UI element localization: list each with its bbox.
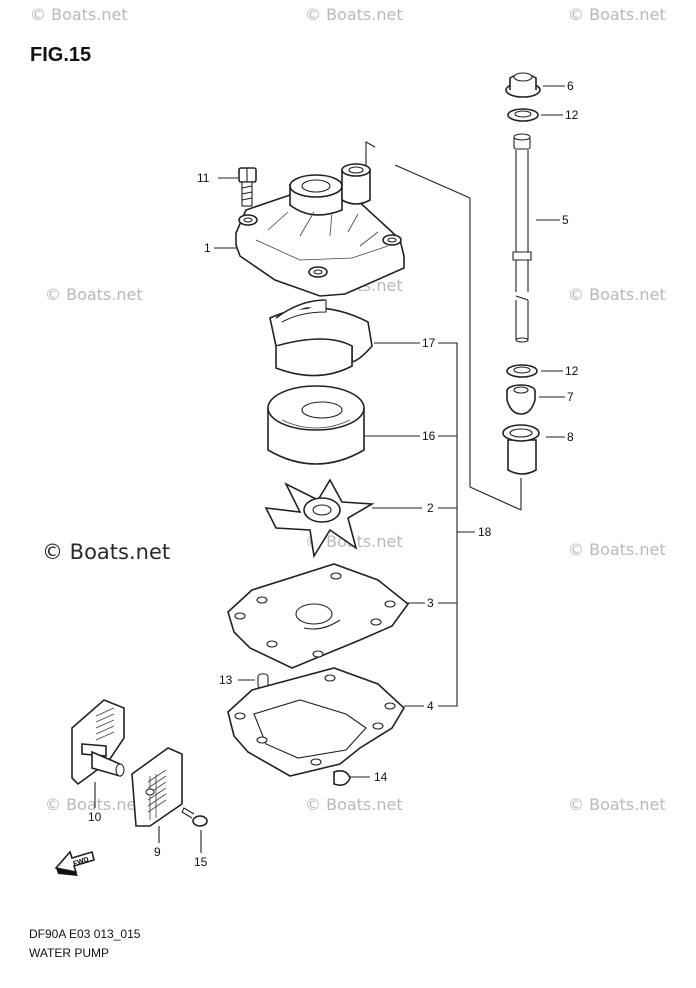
figure-name: WATER PUMP <box>29 946 109 960</box>
washer-part-12 <box>506 108 539 378</box>
callout-6: 6 <box>567 79 574 93</box>
liner-ring-part-17 <box>269 299 373 377</box>
seal-part-7 <box>506 384 536 415</box>
water-tube-part-5 <box>512 133 532 343</box>
callout-10: 10 <box>88 810 102 824</box>
gasket-part-3 <box>227 563 410 669</box>
callout-1: 1 <box>204 241 211 255</box>
watermark: © Boats.net <box>45 285 143 304</box>
callout-3: 3 <box>427 596 434 610</box>
watermark: © Boats.net <box>45 795 143 814</box>
watermark: © Boats.net <box>30 5 128 24</box>
leader-lines <box>94 85 565 853</box>
bolt-part-11 <box>238 167 257 207</box>
callout-11: 11 <box>197 171 210 185</box>
pump-liner-part-16 <box>267 385 365 465</box>
fwd-label: FWD <box>72 856 89 868</box>
figure-title: FIG.15 <box>30 44 92 66</box>
callout-12: 12 <box>565 364 579 378</box>
callout-12: 12 <box>565 108 579 122</box>
callout-9: 9 <box>154 845 161 859</box>
strainer-holder-part-10 <box>71 699 125 786</box>
watermark: © Boats.net <box>305 5 403 24</box>
callout-8: 8 <box>567 430 574 444</box>
watermark: © Boats.net <box>568 285 666 304</box>
callout-7: 7 <box>567 390 574 404</box>
pump-case-part-1 <box>235 163 405 297</box>
impeller-part-2 <box>264 478 375 559</box>
plate-part-4 <box>227 667 406 777</box>
callout-2: 2 <box>427 501 434 515</box>
callout-18: 18 <box>478 525 492 539</box>
callout-15: 15 <box>194 855 208 869</box>
watermark-featured: © Boats.net <box>42 540 171 564</box>
sleeve-part-8 <box>502 424 540 475</box>
watermark: © Boats.net <box>305 795 403 814</box>
key-part-14 <box>333 770 351 786</box>
callout-16: 16 <box>422 429 436 443</box>
figure-code: DF90A E03 013_015 <box>29 927 141 941</box>
grommet-part-6 <box>505 72 541 98</box>
watermark: © Boats.net <box>568 540 666 559</box>
callout-13: 13 <box>219 673 233 687</box>
watermark: © Boats.net <box>568 795 666 814</box>
callout-5: 5 <box>562 213 569 227</box>
fwd-arrow-icon <box>54 850 95 876</box>
callout-4: 4 <box>427 699 434 713</box>
screw-part-15 <box>181 807 208 827</box>
callout-14: 14 <box>374 770 388 784</box>
callout-17: 17 <box>422 336 436 350</box>
watermark: © Boats.net <box>568 5 666 24</box>
strainer-part-9 <box>131 747 183 827</box>
